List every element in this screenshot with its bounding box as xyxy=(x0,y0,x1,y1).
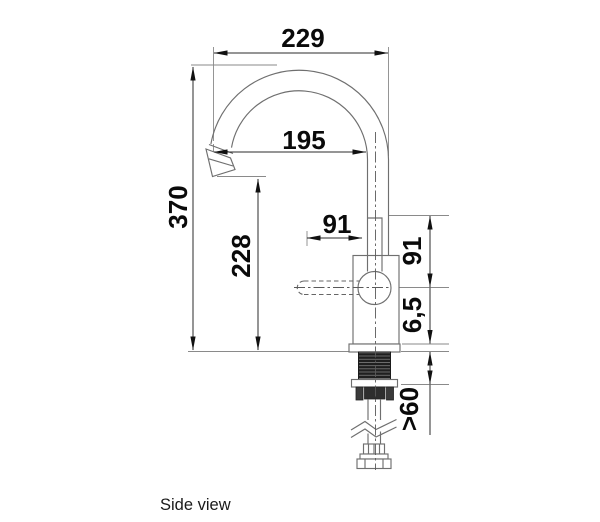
shank-end xyxy=(364,386,386,400)
dim-label-outlet-height: 228 xyxy=(226,234,256,277)
handle-ball-joint xyxy=(357,270,392,306)
dim-label-outlet-reach: 195 xyxy=(282,125,325,155)
dim-label-overall-reach: 229 xyxy=(281,23,324,53)
dim-label-overall-height: 370 xyxy=(163,185,193,228)
dim-label-upper-height: 91 xyxy=(397,237,427,266)
dim-label-lever-reach: 91 xyxy=(323,209,352,239)
dimension-labels: 229 195 91 370 228 91 6,5 >60 xyxy=(163,23,427,431)
aerator-joint-line xyxy=(208,158,234,167)
base-flange xyxy=(348,343,401,353)
spout-inner-arc xyxy=(230,90,369,272)
dim-label-clearance-below: >60 xyxy=(394,387,424,431)
mounting-stud-left xyxy=(355,386,364,401)
threaded-shank xyxy=(358,351,391,380)
faucet-outline xyxy=(205,69,401,470)
dimension-lines xyxy=(190,50,433,435)
pipe-joint xyxy=(367,217,383,272)
extension-lines xyxy=(191,47,449,385)
hose-connector xyxy=(356,443,392,470)
mounting-washer xyxy=(350,378,399,388)
view-caption: Side view xyxy=(160,496,231,514)
spout-outer-arc xyxy=(210,69,390,256)
supply-hose xyxy=(350,399,397,444)
dim-label-base-thickness: 6,5 xyxy=(397,297,427,333)
mounting-stud-right xyxy=(386,386,394,401)
